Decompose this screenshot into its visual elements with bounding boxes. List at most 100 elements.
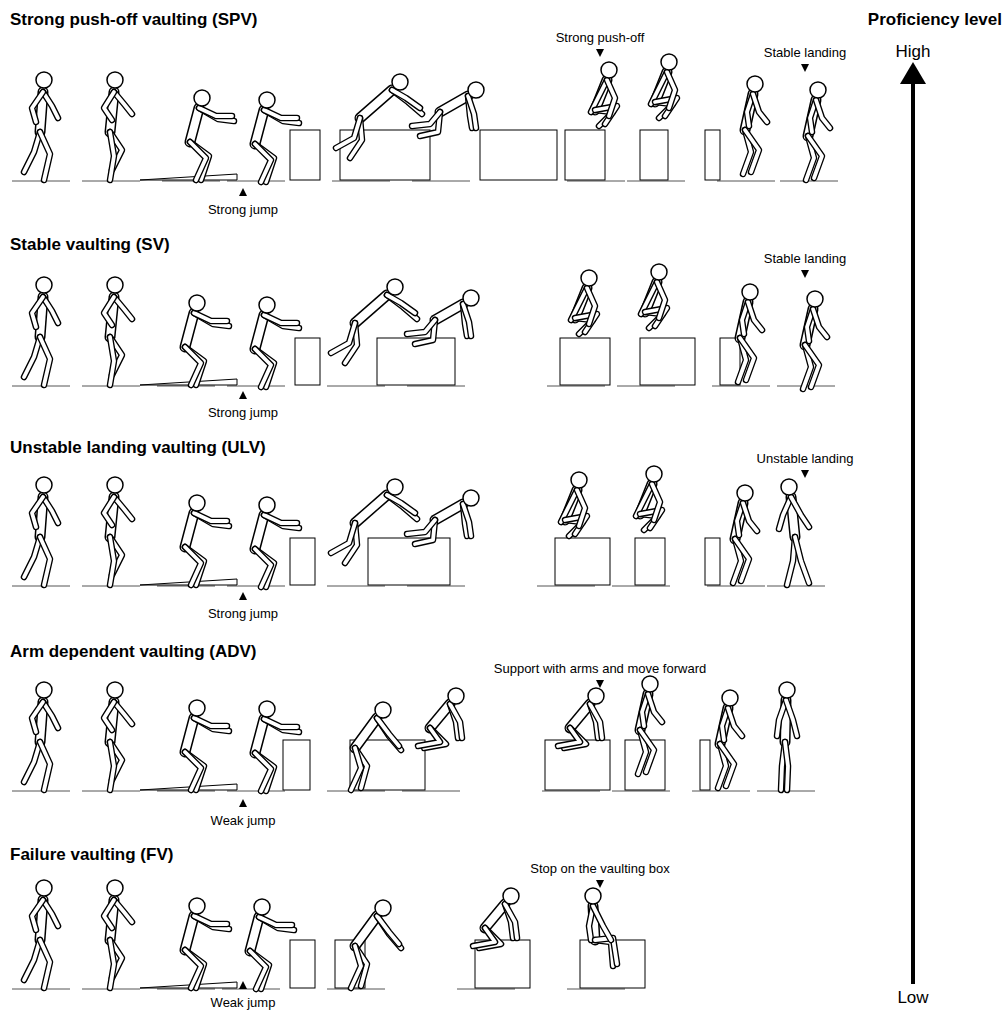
limb-fill — [505, 904, 517, 938]
head — [646, 466, 662, 482]
limb-outline — [577, 490, 585, 526]
vaulter-figure — [407, 290, 479, 344]
vaulter-figure — [250, 899, 294, 989]
limb-fill — [194, 513, 229, 526]
limb-fill — [185, 313, 194, 347]
limb-fill — [587, 288, 595, 324]
limb-outline — [255, 315, 264, 349]
limb-outline — [32, 92, 43, 122]
limb-fill — [32, 497, 43, 527]
limb-outline — [104, 702, 114, 730]
head — [259, 92, 275, 108]
limb-fill — [331, 323, 355, 353]
head — [36, 277, 52, 293]
limb-outline — [377, 718, 401, 750]
limb-outline — [407, 320, 435, 334]
head — [189, 295, 205, 311]
limb-outline — [255, 349, 271, 387]
limb-fill — [387, 295, 415, 313]
vaulter-figure — [558, 688, 604, 748]
limb-outline — [720, 744, 734, 786]
head — [36, 72, 52, 88]
limb-outline — [590, 704, 602, 738]
vaulter-figure — [806, 82, 830, 180]
vaulter-figure — [336, 74, 422, 158]
vaulter-figure — [255, 297, 299, 387]
limb-fill — [190, 142, 206, 180]
limb-fill — [190, 108, 199, 142]
limb-outline — [355, 295, 387, 323]
annotation-label: Weak jump — [211, 996, 276, 1011]
vaulter-figure — [104, 682, 132, 790]
limb-outline — [185, 513, 194, 547]
limb-fill — [255, 349, 271, 387]
limb-outline — [355, 916, 377, 946]
limb-fill — [24, 742, 40, 782]
ground-line — [767, 586, 825, 587]
axis-label: Low — [897, 988, 928, 1008]
limb-fill — [32, 702, 43, 732]
limb-outline — [24, 132, 40, 172]
vaulter-figure — [803, 291, 827, 389]
limb-fill — [110, 537, 114, 585]
limb-fill — [264, 315, 297, 323]
annotation-label: Unstable landing — [757, 452, 854, 467]
limb-outline — [377, 916, 399, 944]
limb-fill — [407, 520, 435, 534]
limb-fill — [640, 730, 654, 772]
limb-outline — [392, 90, 422, 114]
vaulter-figure — [24, 72, 58, 180]
vault-row — [12, 676, 815, 791]
limb-outline — [463, 504, 471, 536]
limb-fill — [185, 547, 204, 585]
row-title: Failure vaulting (FV) — [10, 845, 173, 865]
limb-fill — [43, 900, 58, 926]
vaulting-box — [555, 538, 610, 585]
limb-outline — [743, 503, 757, 531]
limb-outline — [190, 142, 206, 180]
ground-line — [327, 586, 385, 587]
limb-fill — [791, 497, 809, 527]
vaulting-box — [705, 538, 720, 585]
limb-fill — [185, 513, 194, 547]
limb-fill — [577, 490, 585, 526]
limb-outline — [114, 92, 132, 114]
head — [107, 880, 123, 896]
limb-outline — [40, 742, 50, 790]
limb-outline — [185, 718, 194, 752]
limb-fill — [264, 719, 297, 727]
limb-fill — [190, 142, 209, 180]
limb-outline — [595, 938, 617, 964]
limb-fill — [753, 94, 767, 122]
limb-outline — [194, 513, 229, 526]
limb-fill — [185, 950, 204, 988]
limb-fill — [255, 753, 271, 791]
limb-outline — [114, 702, 132, 724]
head — [571, 472, 587, 488]
ground-line — [717, 181, 775, 182]
limb-outline — [250, 951, 266, 989]
head — [375, 900, 391, 916]
limb-fill — [558, 728, 580, 746]
limb-outline — [255, 349, 274, 387]
limb-outline — [748, 302, 762, 330]
ground-line — [407, 386, 465, 387]
limb-outline — [791, 497, 809, 527]
vaulter-figure — [641, 264, 667, 328]
limb-outline — [185, 313, 194, 347]
limb-fill — [264, 315, 299, 328]
limb-outline — [785, 742, 788, 790]
vaulting-box — [295, 338, 320, 385]
limb-outline — [468, 96, 476, 128]
limb-fill — [194, 513, 227, 521]
limb-fill — [185, 347, 204, 385]
limb-outline — [194, 916, 229, 929]
vaulter-figure — [418, 688, 464, 748]
row-title: Strong push-off vaulting (SPV) — [10, 10, 257, 30]
limb-fill — [255, 110, 264, 144]
springboard — [140, 174, 237, 180]
limb-outline — [377, 916, 401, 948]
limb-fill — [748, 302, 762, 330]
head — [463, 490, 479, 506]
limb-fill — [110, 132, 114, 180]
